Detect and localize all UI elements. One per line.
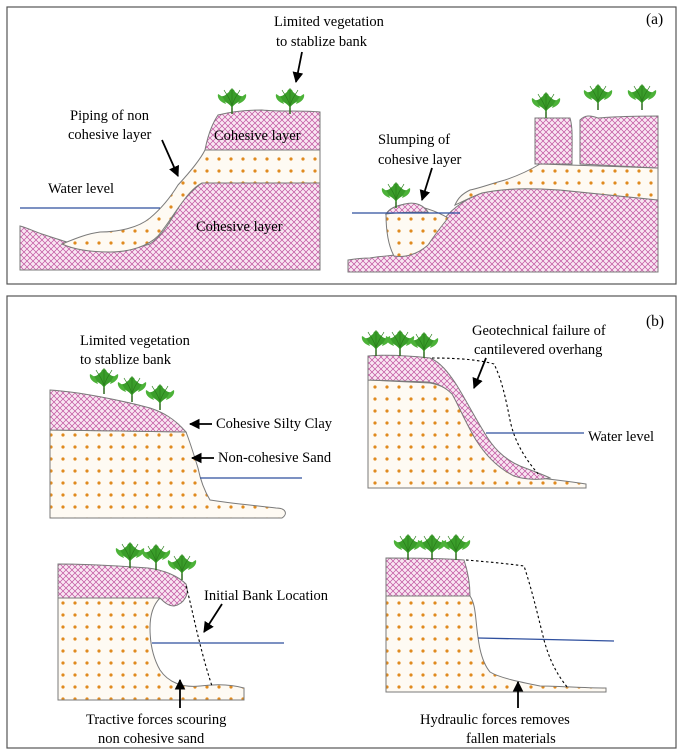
clay-layer-b-top-right (367, 354, 552, 480)
vegetation-label-line-1: Limited vegetation (80, 333, 191, 349)
sand-layer-a-right (454, 163, 659, 207)
failure-arrow (472, 357, 487, 390)
slumped-cap (384, 202, 429, 215)
vegetation-icon (441, 533, 471, 561)
vegetation-icon (145, 383, 175, 411)
vegetation-icon (115, 541, 145, 569)
panel-b-tag: (b) (646, 313, 664, 330)
slumping-label-line-1: Slumping of (378, 132, 450, 148)
clay-layer-b-bottom-right (385, 557, 471, 597)
piping-arrow (161, 139, 179, 177)
vegetation-label-line-1: Limited vegetation (274, 14, 385, 30)
vegetation-icon (627, 83, 657, 111)
upper-cohesive-block-a-right-1 (534, 117, 573, 165)
failure-label-line-2: cantilevered overhang (474, 342, 602, 358)
vegetation-icon (531, 91, 561, 119)
sand-layer-a-left (60, 149, 321, 253)
hydraulic-label-line-2: fallen materials (466, 731, 556, 747)
cohesive-top-label: Cohesive layer (214, 128, 301, 144)
panel-b-top-left: Limited vegetation to stablize bank Cohe… (49, 333, 333, 519)
vegetation-icon (393, 533, 423, 561)
cohesive-bottom-label: Cohesive layer (196, 219, 283, 235)
panel-b-bottom-right: Hydraulic forces removes fallen material… (385, 533, 615, 747)
water-level-label: Water level (48, 181, 114, 197)
sand-layer-b-bottom-right (385, 595, 607, 693)
piping-label-line-2: cohesive layer (68, 127, 152, 143)
upper-cohesive-layer-a-left (204, 109, 321, 151)
panel-b-bottom-left: Initial Bank Location Tractive forces sc… (57, 541, 329, 747)
panel-b-frame (6, 295, 677, 749)
vegetation-icon (361, 329, 391, 357)
vegetation-icon (417, 533, 447, 561)
initial-bank-arrow (203, 603, 223, 633)
vegetation-icon (409, 331, 439, 359)
panel-b-top-right: Geotechnical failure of cantilevered ove… (361, 323, 654, 489)
vegetation-icon (141, 543, 171, 571)
panel-a-tag: (a) (646, 11, 663, 28)
hydraulic-label-line-1: Hydraulic forces removes (420, 712, 570, 728)
panel-a-left-bank: Limited vegetation to stablize bank Pipi… (19, 14, 385, 271)
vegetation-icon (385, 329, 415, 357)
vegetation-icon (89, 367, 119, 395)
panel-a-right-bank: Slumping of cohesive layer (347, 83, 659, 273)
panel-a-frame (6, 6, 677, 285)
clay-label: Cohesive Silty Clay (216, 416, 333, 432)
vegetation-label-line-2: to stablize bank (276, 34, 368, 50)
vegetation-icon (117, 375, 147, 403)
water-level-label: Water level (588, 429, 654, 445)
tractive-label-line-1: Tractive forces scouring (86, 712, 226, 728)
initial-bank-outline-b-top-right (431, 357, 541, 477)
vegetation-icon (217, 87, 247, 115)
tractive-label-line-2: non cohesive sand (98, 731, 205, 747)
upper-cohesive-block-a-right-2 (579, 115, 659, 169)
vegetation-arrow (292, 51, 304, 84)
vegetation-icon (275, 87, 305, 115)
initial-bank-label: Initial Bank Location (204, 588, 329, 604)
clay-layer-b-bottom-left (57, 563, 188, 607)
initial-bank-outline-b-bottom-left (185, 585, 213, 687)
slumping-label-line-2: cohesive layer (378, 152, 462, 168)
vegetation-icon (583, 83, 613, 111)
sand-layer-b-top-left (49, 429, 286, 519)
sand-layer-b-bottom-left (57, 597, 245, 701)
slumping-arrow (419, 167, 433, 202)
vegetation-label-line-2: to stablize bank (80, 352, 172, 368)
failure-label-line-1: Geotechnical failure of (472, 323, 606, 339)
initial-bank-outline-b-bottom-right (465, 559, 569, 689)
piping-label-line-1: Piping of non (70, 108, 150, 124)
sand-label: Non-cohesive Sand (218, 450, 332, 466)
clay-layer-b-top-left (49, 389, 188, 433)
water-level-line-b-bottom-right (477, 637, 615, 642)
